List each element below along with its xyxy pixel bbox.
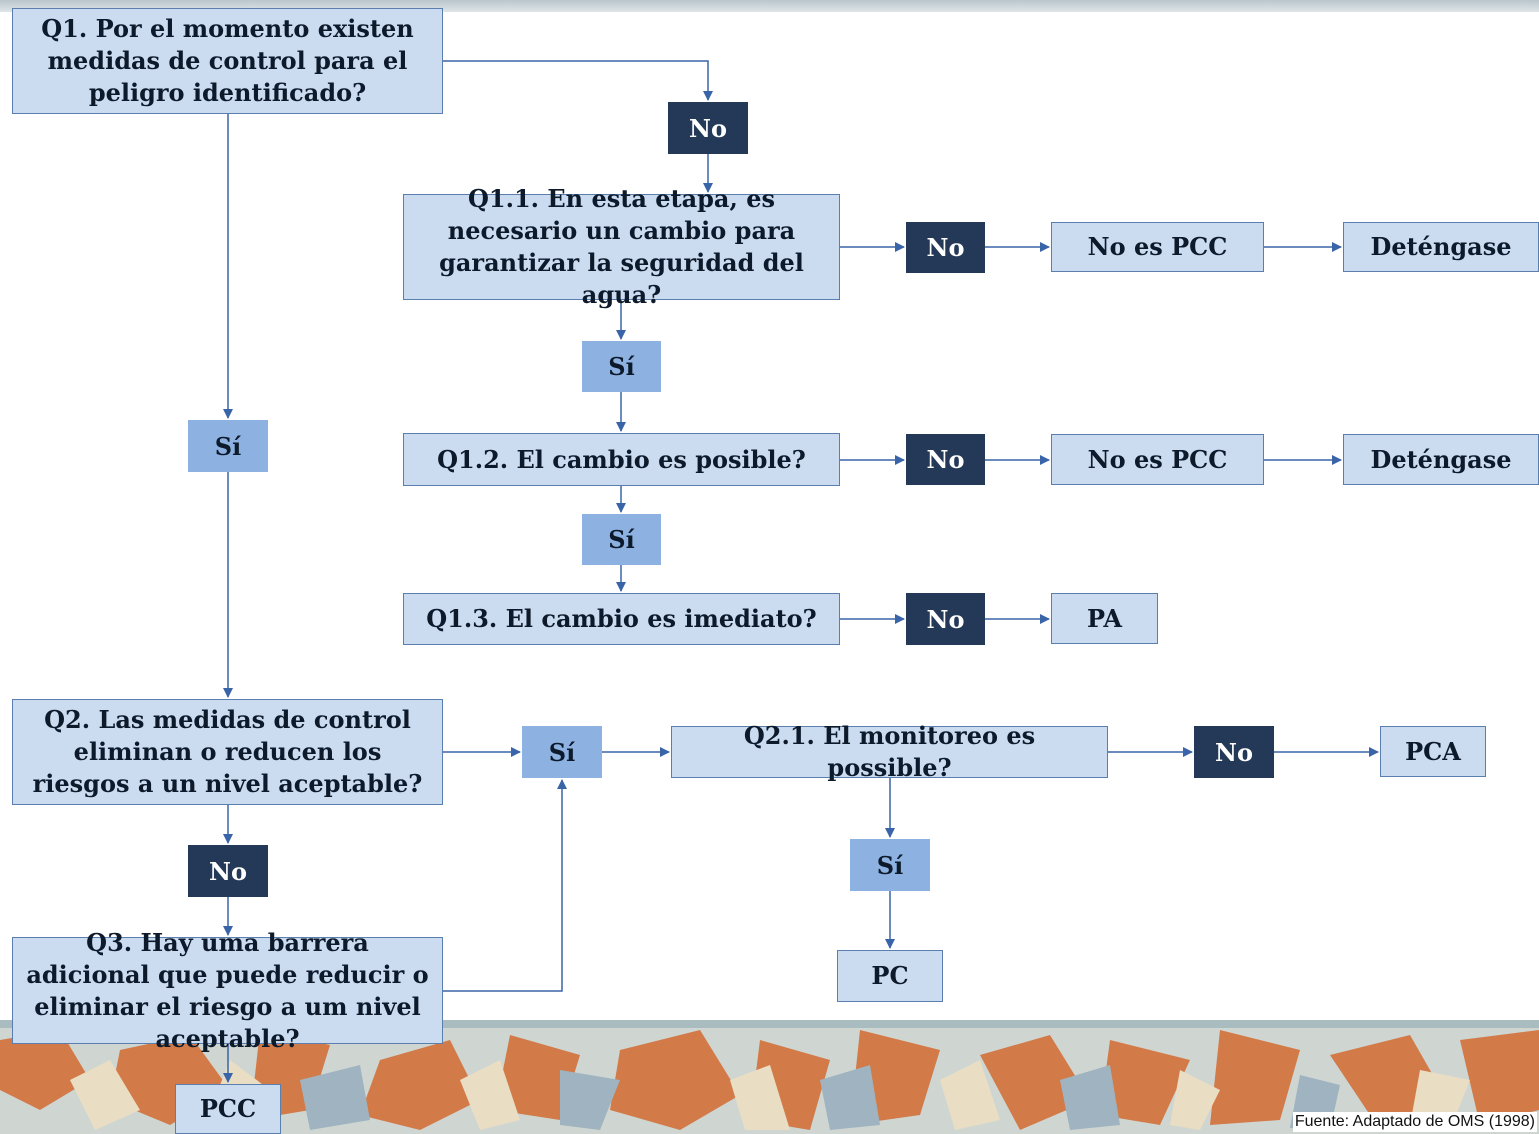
decision-no-q1-1-text: No: [926, 233, 965, 262]
question-q1-1: Q1.1. En esta etapa, es necesario un cam…: [403, 184, 840, 309]
decision-si-q1-1: Sí: [582, 341, 661, 392]
decision-si-q1: Sí: [188, 420, 268, 472]
outcome-detengase-2: Deténgase: [1343, 434, 1539, 485]
decision-no-q1-text: No: [689, 113, 727, 143]
decision-si-q2-text: Sí: [548, 737, 576, 767]
outcome-pcc: PCC: [175, 1084, 281, 1134]
outcome-detengase-2-text: Deténgase: [1370, 444, 1512, 474]
decision-no-q2-1: No: [1194, 726, 1274, 778]
outcome-no-es-pcc-2-text: No es PCC: [1087, 444, 1228, 474]
decision-no-q2: No: [188, 845, 268, 897]
decision-no-q2-1-text: No: [1215, 737, 1253, 767]
decision-no-q1-3-text: No: [926, 604, 965, 634]
outcome-pcc-text: PCC: [199, 1094, 257, 1123]
question-q2-1: Q2.1. El monitoreo es possible?: [671, 721, 1108, 782]
decision-si-q1-1-text: Sí: [608, 352, 635, 381]
edge-q1-to-no: [443, 60, 713, 101]
question-q1-text: Q1. Por el momento existen medidas de co…: [41, 14, 414, 107]
edge-q3-to-si: [443, 779, 567, 992]
decision-si-q1-text: Sí: [214, 431, 242, 461]
outcome-no-es-pcc-1: No es PCC: [1051, 222, 1264, 272]
outcome-pc: PC: [837, 950, 943, 1002]
question-q1-3: Q1.3. El cambio es imediato?: [403, 593, 840, 645]
decision-si-q2-1: Sí: [850, 839, 930, 891]
question-q3-text: Q3. Hay uma barrera adicional que puede …: [26, 927, 429, 1053]
question-q3: Q3. Hay uma barrera adicional que puede …: [12, 928, 443, 1053]
source-caption: Fuente: Adaptado de OMS (1998): [1292, 1112, 1537, 1132]
decision-si-q2: Sí: [522, 726, 602, 778]
question-q2-text: Q2. Las medidas de control eliminan o re…: [32, 705, 423, 798]
outcome-no-es-pcc-2: No es PCC: [1051, 434, 1264, 485]
question-q1-3-text: Q1.3. El cambio es imediato?: [426, 604, 817, 633]
outcome-pca-text: PCA: [1405, 736, 1461, 766]
question-q2: Q2. Las medidas de control eliminan o re…: [12, 699, 443, 805]
outcome-detengase-1: Deténgase: [1343, 222, 1539, 272]
decision-no-q1-1: No: [906, 222, 985, 273]
decision-no-q1: No: [668, 102, 748, 154]
decision-no-q2-text: No: [209, 856, 247, 886]
outcome-pc-text: PC: [871, 961, 909, 990]
mosaic-background: [0, 1020, 1539, 1134]
outcome-pca: PCA: [1380, 726, 1486, 777]
question-q1-2: Q1.2. El cambio es posible?: [403, 433, 840, 486]
decision-no-q1-3: No: [906, 593, 985, 645]
outcome-pa: PA: [1051, 593, 1158, 644]
decision-no-q1-2-text: No: [926, 445, 965, 474]
question-q2-1-text: Q2.1. El monitoreo es possible?: [743, 721, 1036, 782]
question-q1-1-text: Q1.1. En esta etapa, es necesario un cam…: [439, 184, 804, 309]
decision-no-q1-2: No: [906, 434, 985, 485]
decision-si-q1-2-text: Sí: [608, 525, 635, 554]
question-q1-2-text: Q1.2. El cambio es posible?: [437, 444, 806, 474]
decision-si-q1-2: Sí: [582, 514, 661, 565]
decision-si-q2-1-text: Sí: [876, 850, 904, 880]
question-q1: Q1. Por el momento existen medidas de co…: [12, 8, 443, 114]
outcome-pa-text: PA: [1087, 603, 1122, 633]
outcome-detengase-1-text: Deténgase: [1370, 232, 1512, 261]
outcome-no-es-pcc-1-text: No es PCC: [1087, 232, 1228, 261]
